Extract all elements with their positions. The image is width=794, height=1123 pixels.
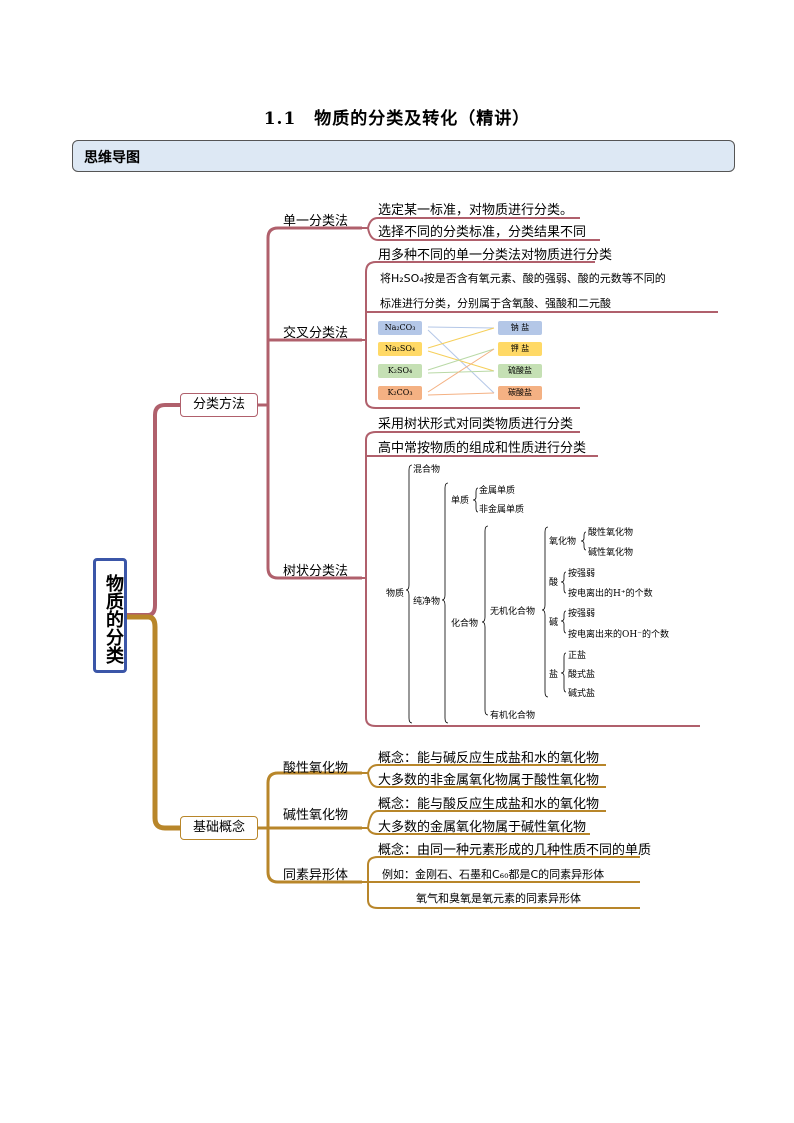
- tree-node: 氧化物: [549, 537, 577, 547]
- tree-node: 按强弱: [568, 609, 596, 619]
- tree-node: 碱性氧化物: [588, 548, 634, 558]
- note: 高中常按物质的组成和性质进行分类: [378, 441, 587, 456]
- cross-link-line: [427, 370, 495, 374]
- tree-node: 无机化合物: [490, 607, 536, 617]
- cross-left-chip: Na₂CO₃: [378, 321, 422, 335]
- tree-node: 碱式盐: [568, 689, 596, 699]
- cross-right-chip: 硫酸盐: [498, 364, 542, 378]
- topic-single-classification[interactable]: 单一分类法: [283, 214, 349, 229]
- section-header: 思维导图: [72, 140, 735, 172]
- cross-link-line: [427, 350, 495, 372]
- cross-links: [427, 326, 495, 396]
- note: 例如：金刚石、石墨和C₆₀都是C的同素异形体: [382, 868, 605, 881]
- topic-tree-classification[interactable]: 树状分类法: [283, 564, 349, 579]
- tree-node: 正盐: [568, 651, 587, 661]
- note: 选择不同的分类标准，分类结果不同: [378, 225, 587, 240]
- tree-node: 按强弱: [568, 569, 596, 579]
- tree-node: 化合物: [451, 619, 479, 629]
- cross-left-chip: Na₂SO₄: [378, 342, 422, 356]
- branch-basic-concepts[interactable]: 基础概念: [180, 816, 258, 840]
- tree-node: 非金属单质: [479, 505, 525, 515]
- tree-node: 有机化合物: [490, 711, 536, 721]
- note: 将H₂SO₄按是否含有氧元素、酸的强弱、酸的元数等不同的: [380, 272, 666, 285]
- tree-node: 酸: [549, 578, 559, 588]
- tree-node: 盐: [549, 670, 559, 680]
- topic-acidic-oxide[interactable]: 酸性氧化物: [283, 761, 349, 776]
- cross-link-line: [427, 327, 495, 349]
- tree-node: 酸性氧化物: [588, 528, 634, 538]
- cross-right-chip: 碳酸盐: [498, 386, 542, 400]
- note: 标准进行分类，分别属于含氧酸、强酸和二元酸: [380, 297, 611, 310]
- note: 选定某一标准，对物质进行分类。: [378, 203, 574, 218]
- cross-right-chip: 钠 盐: [498, 321, 542, 335]
- cross-left-chip: K₂SO₄: [378, 364, 422, 378]
- connector-root-concept: [127, 614, 180, 831]
- note: 概念：能与碱反应生成盐和水的氧化物: [378, 751, 600, 766]
- tree-node: 单质: [451, 496, 470, 506]
- tree-node: 碱: [549, 618, 559, 628]
- tree-node: 金属单质: [479, 486, 516, 496]
- cross-link-line: [427, 348, 495, 393]
- branch-classification-methods[interactable]: 分类方法: [180, 393, 258, 417]
- note: 用多种不同的单一分类法对物质进行分类: [378, 248, 613, 263]
- topic-basic-oxide[interactable]: 碱性氧化物: [283, 808, 349, 823]
- note: 大多数的非金属氧化物属于酸性氧化物: [378, 773, 600, 788]
- tree-node: 按电离出来的OH⁻的个数: [568, 630, 669, 640]
- tree-node: 混合物: [413, 465, 441, 475]
- tree-node: 酸式盐: [568, 670, 596, 680]
- topic-allotrope[interactable]: 同素异形体: [283, 868, 349, 883]
- note: 概念：能与酸反应生成盐和水的氧化物: [378, 797, 600, 812]
- section-header-label: 思维导图: [84, 150, 140, 166]
- topic-cross-classification[interactable]: 交叉分类法: [283, 326, 349, 341]
- note: 氧气和臭氧是氧元素的同素异形体: [416, 892, 581, 905]
- connector-classify-trunk: [258, 226, 362, 580]
- cross-link-line: [427, 392, 495, 396]
- cross-link-line: [427, 326, 495, 329]
- tree-node: 纯净物: [413, 597, 441, 607]
- note: 概念：由同一种元素形成的几种性质不同的单质: [378, 843, 652, 858]
- note: 大多数的金属氧化物属于碱性氧化物: [378, 820, 587, 835]
- cross-link-line: [427, 348, 495, 371]
- cross-left-chip: K₂CO₃: [378, 386, 422, 400]
- tree-node: 物质: [386, 589, 405, 599]
- connector-root-classify: [127, 403, 180, 617]
- tree-node: 按电离出的H⁺的个数: [568, 589, 653, 599]
- page-title: 1.1 物质的分类及转化（精讲）: [263, 109, 531, 129]
- cross-right-chip: 钾 盐: [498, 342, 542, 356]
- note: 采用树状形式对同类物质进行分类: [378, 417, 574, 432]
- root-node[interactable]: 物质的分类: [93, 558, 127, 673]
- tree-braces: [405, 464, 587, 724]
